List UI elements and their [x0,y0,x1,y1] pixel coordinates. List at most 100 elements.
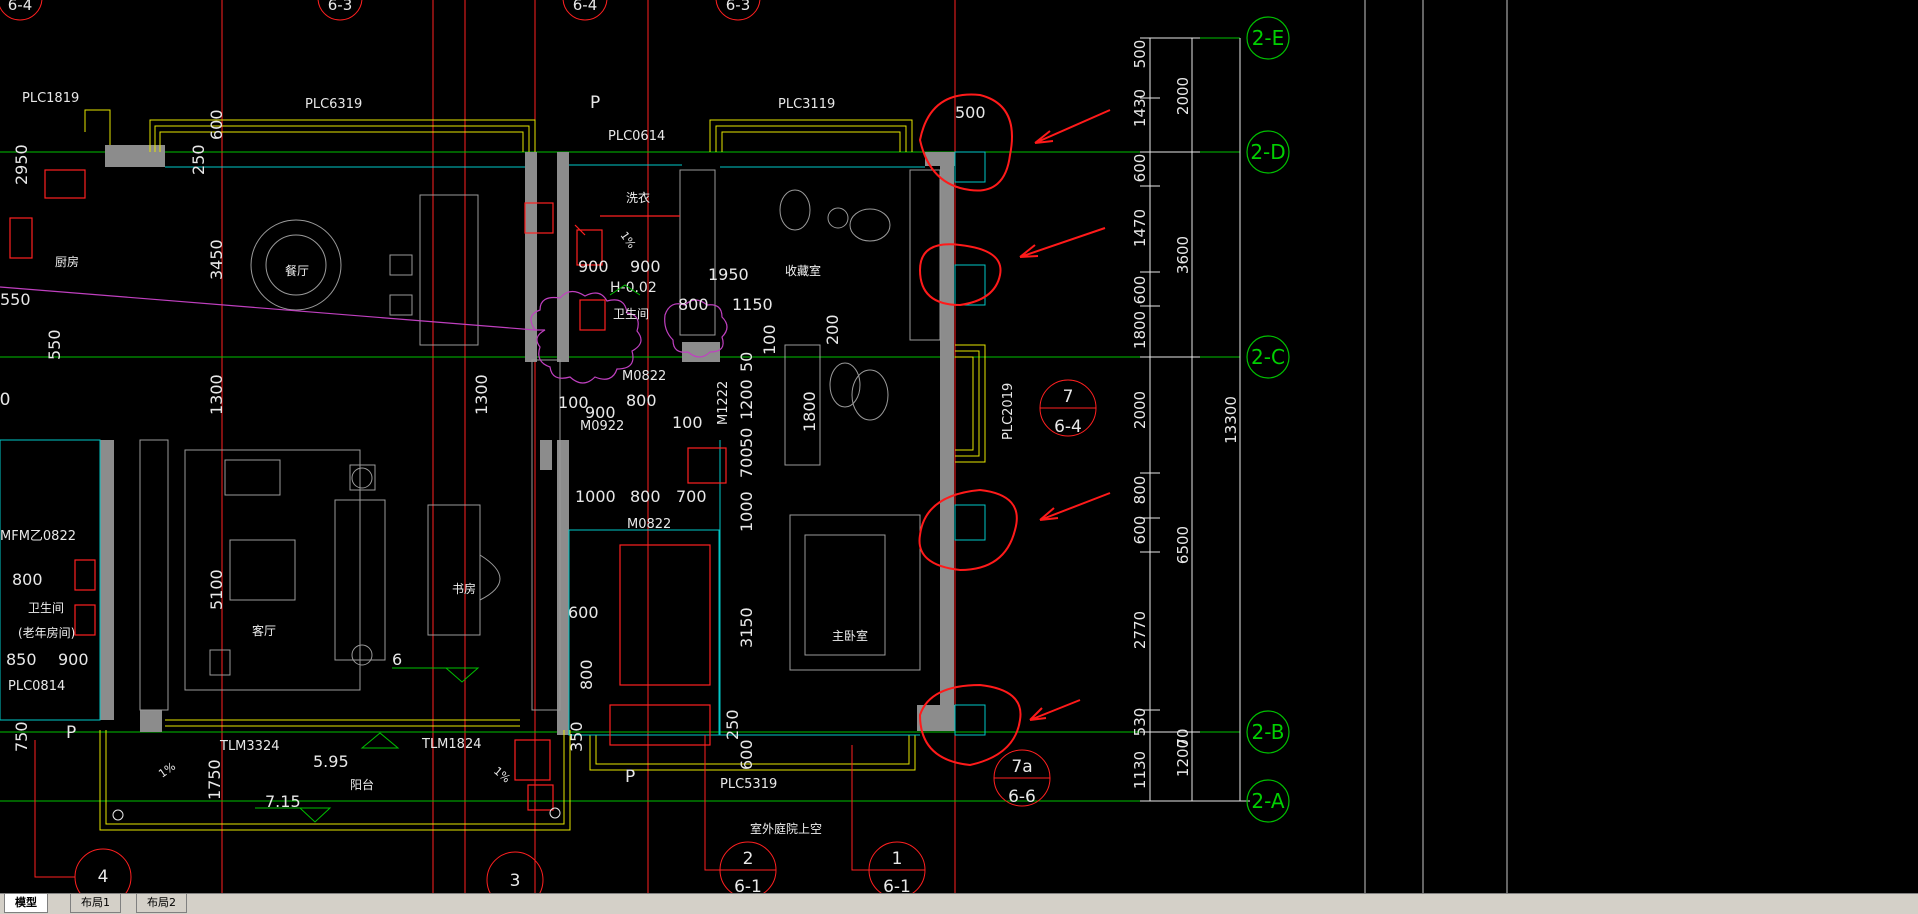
cyan-lines [0,151,986,736]
cad-drawing-viewport[interactable]: 2-E 2-D 2-C 2-B 2-A 500 1430 600 1470 60… [0,0,1918,893]
room-bath2: 卫生间 [28,601,64,615]
door-label-m0822a: M0822 [622,369,666,384]
dim-100a: 100 [760,324,779,355]
walls [100,145,955,735]
section-2-number: 2 [743,849,754,869]
dim-900b: 900 [630,257,661,276]
dim-3150: 3150 [737,607,756,648]
top-ref-3: 6-4 [573,0,598,14]
dim-2770: 2770 [1131,611,1149,649]
frame-lines [1364,0,1508,893]
room-laundry: 洗衣 [626,190,650,205]
dim-800a: 800 [678,295,709,314]
dim-800: 800 [1131,476,1149,505]
level-markers [255,284,641,823]
window-label-plc5319: PLC5319 [720,777,777,792]
dim-900c: 900 [585,403,616,422]
dim-1950: 1950 [708,265,749,284]
fixtures-red [9,169,727,811]
dim-3600: 3600 [1174,236,1192,274]
window-label-tlm1824: TLM1824 [421,737,481,752]
dim-530: 530 [1131,708,1149,737]
room-bath1: 卫生间 [613,307,649,321]
floor-plan-drawing[interactable]: 2-E 2-D 2-C 2-B 2-A 500 1430 600 1470 60… [0,0,1918,893]
dim-1430: 1430 [1131,89,1149,127]
window-label-plc6319: PLC6319 [305,97,362,112]
slope-1: 1% [156,760,178,781]
dim-70: 70 [1174,728,1192,747]
top-ref-1: 6-4 [8,0,33,14]
door-label-mfmb0822: MFM乙0822 [0,529,76,544]
dim-1470: 1470 [1131,209,1149,247]
tab-layout-1[interactable]: 布局1 [70,894,121,913]
dim-1800-inner: 1800 [800,391,819,432]
dim-1300a: 1300 [207,374,226,415]
dim-350: 350 [567,721,586,752]
dim-600b: 600 [568,603,599,622]
section-7a-sheet: 6-6 [1008,787,1036,807]
dim-500-markup: 500 [955,103,986,122]
axis-bubbles [1246,16,1290,823]
dim-100b: 100 [558,393,589,412]
dim-200: 200 [823,314,842,345]
section-7a-number: 7a [1011,757,1032,777]
dim-800e: 800 [12,570,43,589]
marker-p1: P [590,93,600,113]
room-dining: 餐厅 [285,263,309,278]
level-h: H-0.02 [610,280,657,296]
room-living: 客厅 [252,623,276,638]
tab-model[interactable]: 模型 [4,894,48,913]
axis-label-2e: 2-E [1252,26,1285,50]
dim-750: 750 [12,721,31,752]
dim-1200-inner: 1200 [737,379,756,420]
window-label-plc1819: PLC1819 [22,91,79,106]
axis-label-2c: 2-C [1251,345,1285,369]
section-7-sheet: 6-4 [1054,417,1082,437]
dim-1000a: 1000 [575,487,616,506]
dim-3450: 3450 [207,239,226,280]
door-label-m0922: M0922 [580,419,624,434]
dim-1130: 1130 [1131,751,1149,789]
dim-250: 250 [189,144,208,175]
dim-900a: 900 [578,257,609,276]
tab-layout-2[interactable]: 布局2 [136,894,187,913]
markup-annotations [918,93,1111,767]
room-master: 主卧室 [832,628,868,643]
section-1-number: 1 [892,849,903,869]
dim-1800: 1800 [1131,311,1149,349]
revision-cloud [0,286,728,384]
dim-250b: 250 [723,709,742,740]
dim-1150: 1150 [732,295,773,314]
section-1-sheet: 6-1 [883,877,911,893]
dim-1000b: 1000 [737,491,756,532]
marker-p3: P [625,767,635,787]
dim-100c: 100 [672,413,703,432]
dim-50: 50 [737,352,756,372]
window-label-plc0814: PLC0814 [8,679,65,694]
dim-600: 600 [1131,154,1149,183]
dim-700a: 700 [737,447,756,478]
axis-label-2d: 2-D [1250,140,1285,164]
axis-label-2a: 2-A [1251,789,1285,813]
slope-2: 1% [491,764,513,785]
section-2-sheet: 6-1 [734,877,762,893]
marker-p2: P [66,723,76,743]
dim-2950: 2950 [12,144,31,185]
dim-800d: 800 [577,659,596,690]
window-label-plc2019: PLC2019 [1001,383,1016,440]
layout-tab-bar: 模型 布局1 布局2 [0,893,1918,914]
top-ref-bubbles [0,0,761,21]
section-4: 4 [98,867,109,887]
window-lines [84,109,986,831]
window-label-plc3119: PLC3119 [778,97,835,112]
floor-drains [112,807,561,821]
section-0: 0 [0,390,10,410]
section-7-number: 7 [1063,387,1074,407]
dim-5100: 5100 [207,569,226,610]
slope-3: 1% [618,229,639,251]
dim-13300: 13300 [1222,396,1240,444]
dim-1200: 1200 [1174,739,1192,777]
dim-600c: 600 [1131,516,1149,545]
dim-600c: 600 [737,739,756,770]
top-ref-2: 6-3 [328,0,353,14]
